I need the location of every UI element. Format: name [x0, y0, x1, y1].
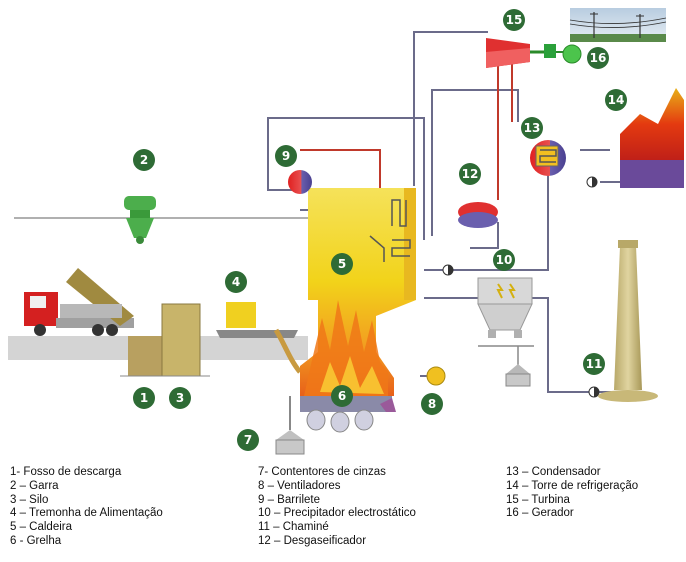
power-lines-icon	[569, 8, 667, 42]
legend-col-1: 1- Fosso de descarga 2 – Garra 3 – Silo …	[10, 466, 163, 549]
badge-label: 5	[338, 257, 346, 271]
legend-item: 12 – Desgaseificador	[258, 534, 367, 547]
badge-circle	[493, 249, 515, 271]
legend-item: 4 – Tremonha de Alimentação	[10, 507, 163, 520]
discharge-pit	[128, 336, 162, 376]
badge-1: 1	[133, 387, 155, 409]
badge-circle	[605, 89, 627, 111]
badge-circle	[503, 9, 525, 31]
badge-label: 4	[232, 275, 240, 289]
badge-circle	[133, 387, 155, 409]
badge-circle	[421, 393, 443, 415]
grab-crane-icon	[124, 196, 156, 244]
badge-label: 3	[176, 391, 184, 405]
legend-item: 10 – Precipitador electrostático	[258, 507, 416, 520]
legend-item: 1- Fosso de descarga	[10, 466, 122, 478]
badge-13: 13	[521, 117, 543, 139]
legend-col-3: 13 – Condensador 14 – Torre de refrigera…	[506, 466, 638, 521]
badge-label: 12	[462, 167, 479, 181]
legend-item: 7- Contentores de cinzas	[258, 466, 386, 478]
generator-icon	[562, 44, 582, 64]
badge-circle	[331, 253, 353, 275]
badge-label: 2	[140, 153, 148, 167]
legend-item: 15 – Turbina	[506, 493, 570, 506]
badge-label: 14	[608, 93, 625, 107]
steam-pipes	[300, 52, 513, 200]
badge-2: 2	[133, 149, 155, 171]
badge-circle	[583, 353, 605, 375]
badge-4: 4	[225, 271, 247, 293]
legend-item: 6 - Grelha	[10, 534, 62, 547]
silo	[162, 304, 200, 376]
precipitator-icon	[477, 277, 534, 387]
badge-circle	[521, 117, 543, 139]
badge-16: 16	[587, 47, 609, 69]
badge-3: 3	[169, 387, 191, 409]
legend-item: 11 – Chaminé	[258, 521, 329, 534]
badge-9: 9	[275, 145, 297, 167]
badge-label: 7	[244, 433, 252, 447]
truck-icon	[24, 268, 134, 336]
badge-10: 10	[493, 249, 515, 271]
badge-circle	[133, 149, 155, 171]
badge-6: 6	[331, 385, 353, 407]
legend-item: 2 – Garra	[10, 479, 59, 492]
badge-circle	[275, 145, 297, 167]
badge-12: 12	[459, 163, 481, 185]
badge-label: 16	[590, 51, 607, 65]
badge-label: 13	[524, 121, 541, 135]
legend-item: 5 – Caldeira	[10, 521, 73, 534]
badge-14: 14	[605, 89, 627, 111]
condenser-icon	[530, 140, 598, 188]
legend-item: 3 – Silo	[10, 493, 49, 506]
badge-label: 1	[140, 391, 148, 405]
legend-item: 16 – Gerador	[506, 507, 574, 520]
cooling-tower-icon	[620, 88, 684, 188]
badge-label: 9	[282, 149, 290, 163]
deaerator-icon	[442, 202, 498, 276]
turbine-icon	[486, 38, 556, 68]
badge-5: 5	[331, 253, 353, 275]
badge-15: 15	[503, 9, 525, 31]
drum-icon	[288, 170, 312, 194]
legend-item: 14 – Torre de refrigeração	[506, 479, 639, 492]
badge-label: 10	[496, 253, 513, 267]
feed-hopper	[226, 302, 256, 328]
badge-label: 11	[586, 357, 603, 371]
badge-circle	[587, 47, 609, 69]
chimney-icon	[598, 240, 658, 402]
badge-circle	[331, 385, 353, 407]
legend-item: 9 – Barrilete	[258, 493, 321, 506]
badge-circle	[169, 387, 191, 409]
badge-7: 7	[237, 429, 259, 451]
legend-item: 8 – Ventiladores	[258, 479, 341, 492]
boiler	[300, 188, 416, 396]
ash-container-icon	[275, 396, 305, 455]
badge-circle	[459, 163, 481, 185]
badge-circle	[237, 429, 259, 451]
legend-item: 13 – Condensador	[506, 466, 601, 478]
badge-circle	[225, 271, 247, 293]
badge-label: 8	[428, 397, 436, 411]
fan-icon	[426, 366, 446, 386]
badge-label: 15	[506, 13, 523, 27]
badge-11: 11	[583, 353, 605, 375]
badge-label: 6	[338, 389, 346, 403]
legend-col-2: 7- Contentores de cinzas 8 – Ventiladore…	[258, 466, 416, 549]
badge-8: 8	[421, 393, 443, 415]
